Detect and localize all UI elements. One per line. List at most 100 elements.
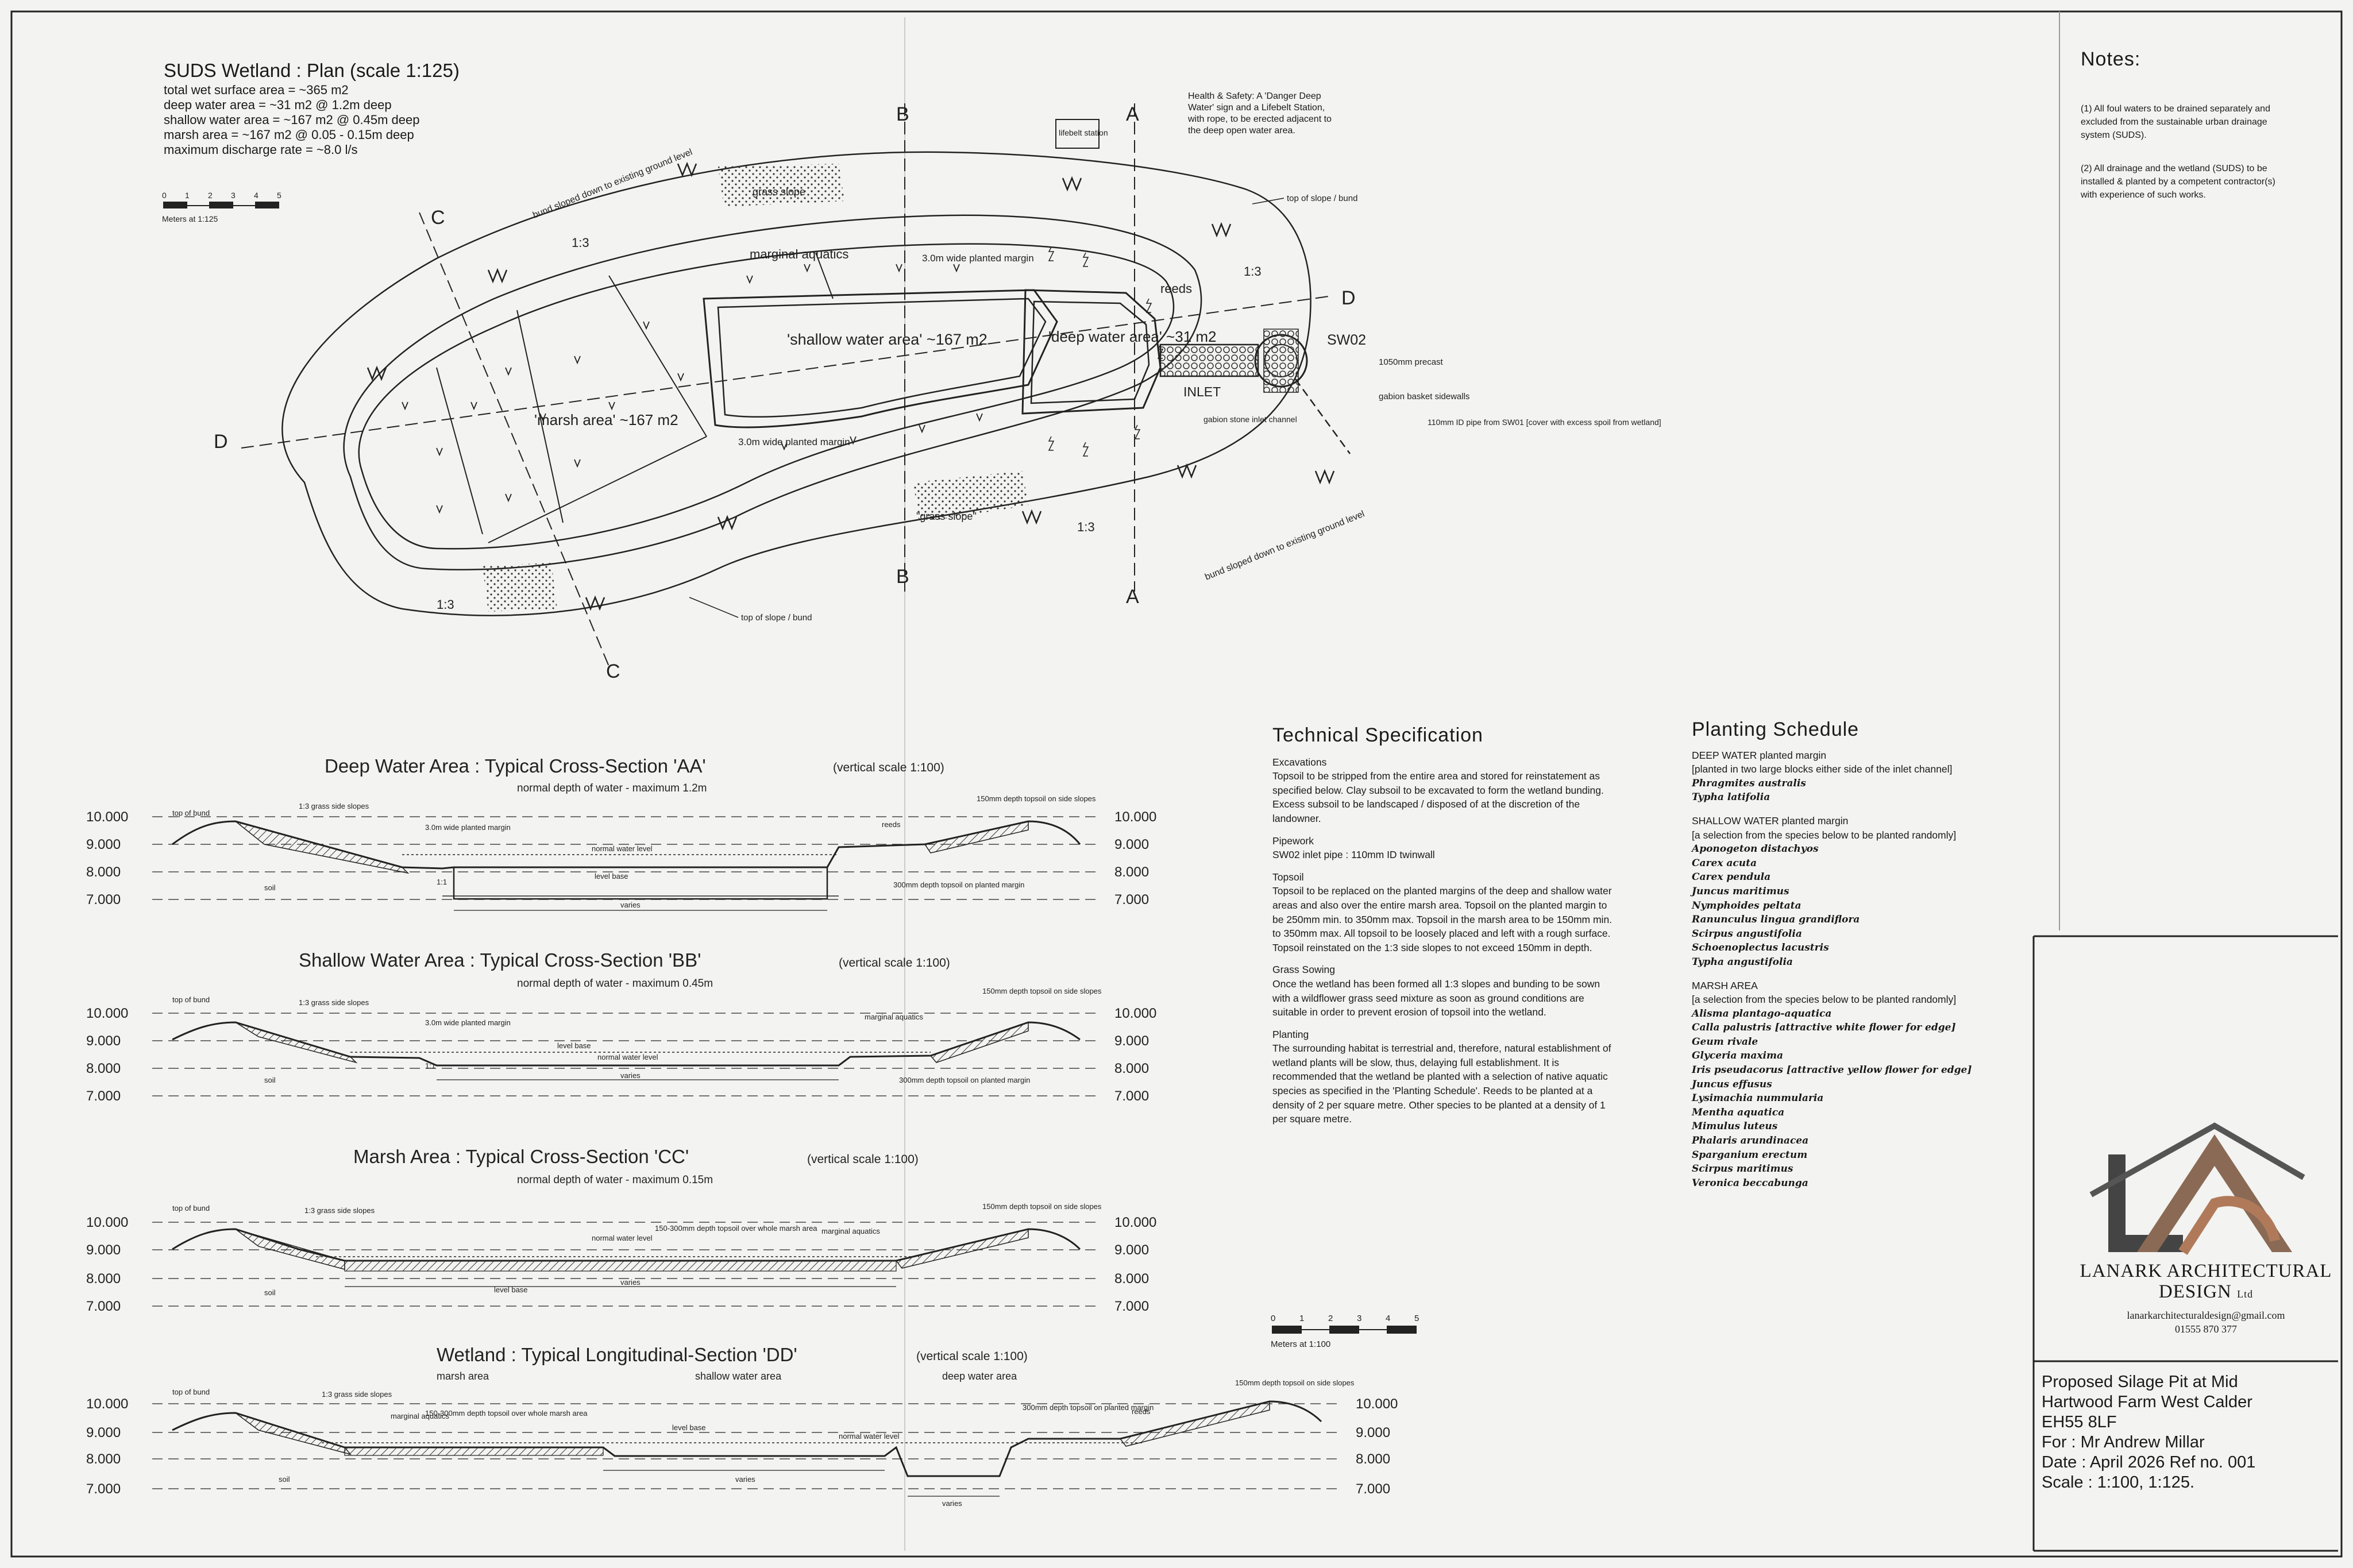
level-label-right: 7.000	[1114, 1088, 1149, 1104]
planting-species: Veronica beccabunga	[1692, 1177, 1808, 1189]
outer-bund-outline	[281, 151, 1311, 616]
level-label-right: 10.000	[1114, 1006, 1156, 1021]
shallow-water-outline	[703, 289, 1058, 428]
section-bb-subtitle: normal depth of water - maximum 0.45m	[517, 978, 713, 990]
marker-a-bottom: A	[1126, 586, 1139, 608]
marker-b-bottom: B	[896, 566, 909, 588]
level-label-left: 10.000	[86, 1396, 128, 1412]
spec-heading-topsoil: Topsoil	[1272, 871, 1304, 883]
spec-scale-tick-5: 5	[1414, 1314, 1419, 1323]
reed-marks	[1048, 246, 1164, 457]
health-safety-note: Health & Safety: A 'Danger Deep Water' s…	[1188, 91, 1332, 136]
company-name-line-2: DESIGN	[2158, 1281, 2232, 1302]
level-label-left: 10.000	[86, 1006, 128, 1021]
spec-scale-tick-2: 2	[1328, 1314, 1333, 1323]
label-lifebelt: lifebelt station	[1059, 128, 1108, 137]
section-aa-scale: (vertical scale 1:100)	[833, 761, 944, 774]
level-label-left: 9.000	[86, 1425, 121, 1440]
planting-species: Nymphoides peltata	[1692, 899, 1802, 912]
marker-b-top: B	[896, 103, 909, 125]
planting-species: Sparganium erectum	[1692, 1149, 1808, 1161]
label-marsh: 'marsh area' ~167 m2	[534, 411, 678, 428]
wetland-plan: B B A A C C D D grass slope "grass slope…	[162, 103, 1661, 682]
section-bb-scale: (vertical scale 1:100)	[839, 956, 950, 970]
section-cc-scale: (vertical scale 1:100)	[807, 1153, 919, 1166]
level-label-left: 8.000	[86, 1451, 121, 1467]
plan-summary-line-4: marsh area = ~167 m2 @ 0.05 - 0.15m deep	[164, 128, 414, 142]
spec-scale-tick-1: 1	[1299, 1314, 1304, 1323]
cc-marginal-aquatics: marginal aquatics	[821, 1227, 880, 1235]
planting-group-intro: [a selection from the species below to b…	[1692, 829, 1957, 841]
level-label-left: 9.000	[86, 1033, 121, 1049]
cc-varies: varies	[620, 1278, 641, 1287]
planting-group-intro: [a selection from the species below to b…	[1692, 994, 1957, 1006]
inner-bund-outline	[343, 214, 1202, 571]
planting-species: Phalaris arundinacea	[1692, 1135, 1809, 1147]
level-label-right: 7.000	[1114, 1299, 1149, 1314]
title-block-line-2: Hartwood Farm West Calder	[2042, 1393, 2252, 1411]
gabion-inlet-channel	[1159, 343, 1259, 377]
level-label-left: 10.000	[86, 1215, 128, 1230]
spec-scale-bar	[1272, 1326, 1417, 1334]
level-label-right: 9.000	[1114, 1033, 1149, 1049]
section-dd-shallow: shallow water area	[695, 1370, 782, 1382]
dd-varies-2: varies	[942, 1499, 962, 1508]
spec-text-excavations: Topsoil to be stripped from the entire a…	[1272, 770, 1604, 824]
planting-species: Scirpus angustifolia	[1692, 928, 1802, 940]
planting-species: Geum rivale	[1692, 1036, 1758, 1048]
spec-heading-grass-sowing: Grass Sowing	[1272, 964, 1335, 976]
lanark-logo-mark	[2089, 1122, 2305, 1255]
planting-species: Carex pendula	[1692, 871, 1771, 883]
marker-c-bottom: C	[606, 661, 620, 682]
planting-group-intro: [planted in two large blocks either side…	[1692, 763, 1953, 775]
dd-marginal-aquatics: marginal aquatics	[391, 1412, 449, 1420]
spec-text-grass-sowing: Once the wetland has been formed all 1:3…	[1272, 978, 1600, 1018]
planting-title: Planting Schedule	[1692, 719, 1860, 740]
level-label-right: 8.000	[1114, 864, 1149, 880]
label-grass-slope-bottom: "grass slope"	[916, 511, 977, 522]
section-cc-title: Marsh Area : Typical Cross-Section 'CC'	[353, 1146, 689, 1167]
planting-species: Schoenoplectus lacustris	[1692, 942, 1829, 954]
dd-side-slopes: 1:3 grass side slopes	[322, 1390, 392, 1399]
level-label-right: 7.000	[1114, 892, 1149, 907]
level-label-right: 10.000	[1356, 1396, 1398, 1412]
cc-marsh-topsoil: 150-300mm depth topsoil over whole marsh…	[655, 1224, 817, 1233]
notes-title: Notes:	[2081, 48, 2141, 70]
company-phone: 01555 870 377	[2175, 1323, 2237, 1335]
section-dd: Wetland : Typical Longitudinal-Section '…	[172, 1344, 1322, 1497]
cc-water-level: normal water level	[592, 1234, 653, 1242]
plan-summary: SUDS Wetland : Plan (scale 1:125) total …	[164, 61, 460, 157]
plan-scale-tick-4: 4	[254, 191, 259, 200]
label-marginal-aquatics: marginal aquatics	[750, 247, 848, 261]
planting-species: Typha angustifolia	[1692, 956, 1793, 968]
label-grass-slope-top: grass slope	[753, 186, 805, 198]
section-aa: Deep Water Area : Typical Cross-Section …	[172, 755, 1081, 911]
dd-marsh-topsoil: 150-300mm depth topsoil over whole marsh…	[425, 1409, 588, 1418]
label-planted-margin-top: 3.0m wide planted margin	[922, 253, 1034, 264]
company-email[interactable]: lanarkarchitecturaldesign@gmail.com	[2127, 1310, 2285, 1321]
planting-species: Juncus effusus	[1692, 1078, 1772, 1090]
bb-soil: soil	[264, 1076, 276, 1084]
label-bund-top: bund sloped down to existing ground leve…	[531, 147, 694, 220]
note-1: (1) All foul waters to be drained separa…	[2081, 104, 2270, 140]
planting-species: Typha latifolia	[1692, 791, 1770, 804]
plan-scale-tick-0: 0	[162, 191, 167, 200]
level-label-left: 7.000	[86, 892, 121, 907]
title-block-line-6: Scale : 1:100, 1:125.	[2042, 1473, 2195, 1492]
title-block: Proposed Silage Pit at Mid Hartwood Farm…	[2042, 1372, 2329, 1493]
aa-varies: varies	[620, 901, 641, 909]
planting-schedule: Planting Schedule DEEP WATER planted mar…	[1692, 719, 2048, 1190]
technical-specification: Technical Specification Excavations Tops…	[1272, 724, 1617, 1126]
spec-heading-pipework: Pipework	[1272, 835, 1314, 847]
tech-spec-title: Technical Specification	[1272, 724, 1483, 746]
label-shallow-water: 'shallow water area' ~167 m2	[787, 331, 988, 348]
planting-species: Mentha aquatica	[1692, 1106, 1785, 1118]
level-label-left: 10.000	[86, 809, 128, 825]
cc-level-base: level base	[494, 1285, 528, 1294]
level-label-left: 9.000	[86, 837, 121, 852]
bb-marginal-aquatics: marginal aquatics	[865, 1013, 923, 1021]
planting-species: Aponogeton distachyos	[1692, 843, 1819, 855]
level-label-left: 8.000	[86, 1271, 121, 1287]
grass-slope-top-hatch	[718, 164, 844, 207]
section-cut-lines	[241, 103, 1333, 667]
